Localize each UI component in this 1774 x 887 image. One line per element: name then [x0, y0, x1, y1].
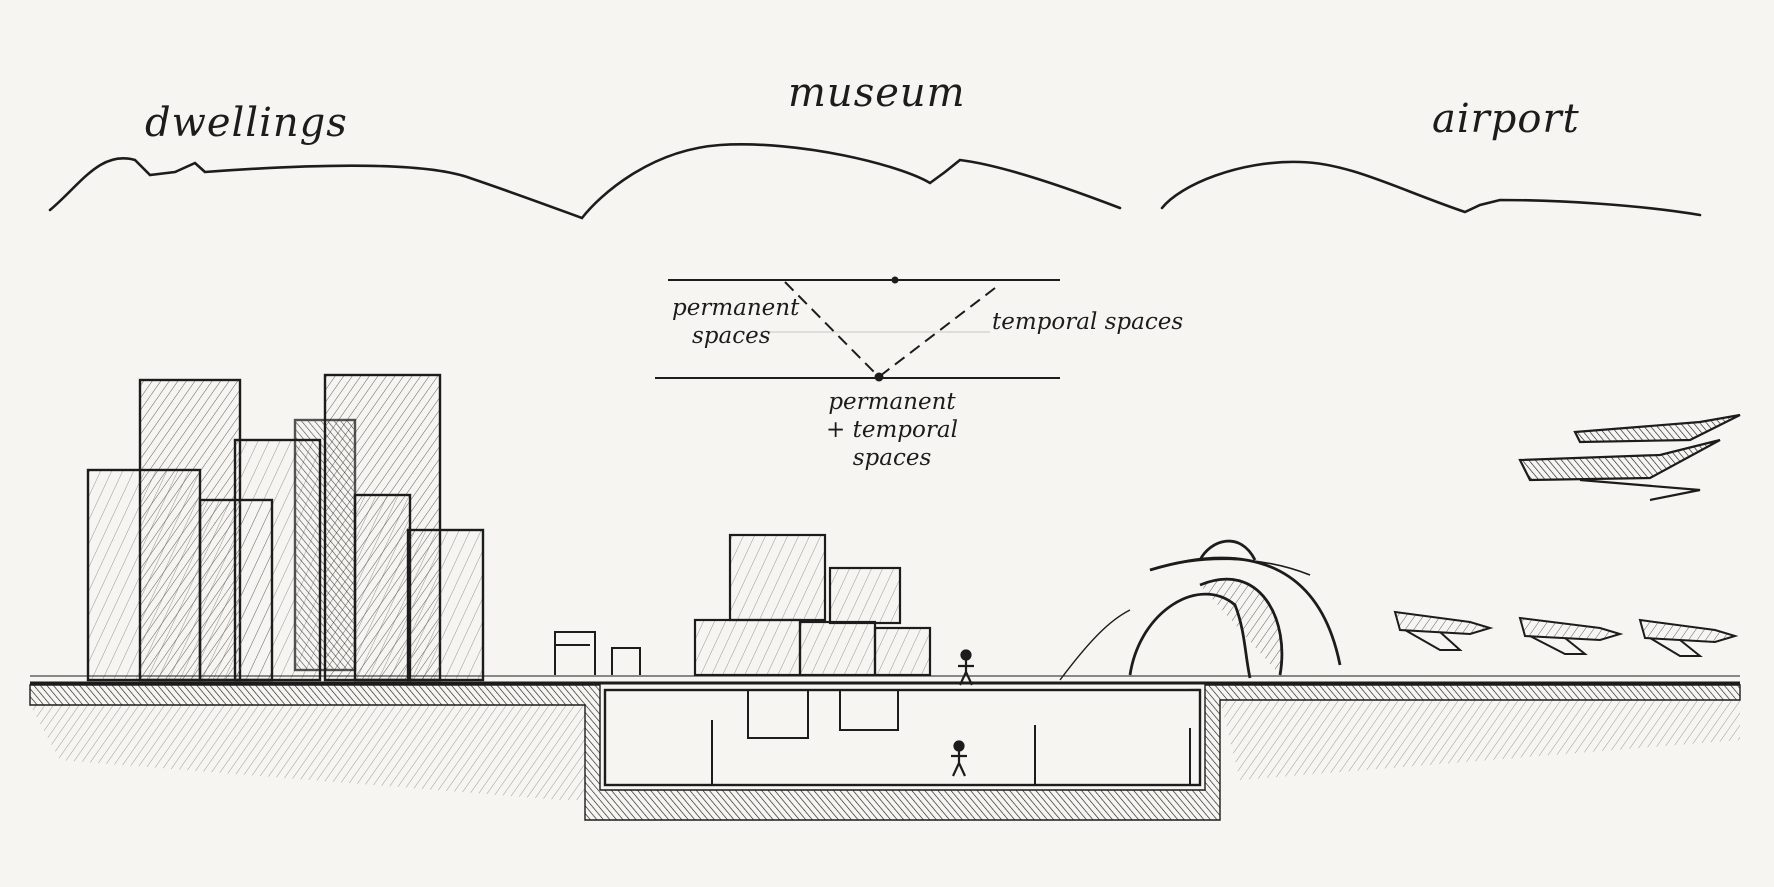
dwellings-heading: dwellings	[145, 100, 348, 146]
permanent-spaces-label: permanent spaces	[672, 294, 799, 350]
dwellings-towers	[86, 373, 485, 682]
combined-spaces-line1: permanent	[828, 389, 956, 415]
space-diagram	[655, 276, 1060, 382]
person-figures	[951, 649, 974, 777]
parked-aircraft	[1393, 610, 1739, 657]
combined-spaces-label: permanent + temporal spaces	[822, 388, 962, 472]
permanent-spaces-line2: spaces	[692, 323, 771, 349]
airport-heading: airport	[1432, 96, 1580, 142]
permanent-spaces-line1: permanent	[672, 295, 800, 321]
museum-heading: museum	[788, 70, 966, 116]
temporal-spaces-label: temporal spaces	[992, 309, 1184, 335]
combined-spaces-line2: + temporal	[826, 417, 958, 443]
flying-aircraft	[1518, 413, 1741, 502]
small-structures	[554, 631, 641, 675]
combined-spaces-line3: spaces	[852, 445, 932, 471]
ground-section	[29, 675, 1741, 821]
skyline-profile	[48, 143, 1702, 220]
museum-volumes	[693, 533, 932, 677]
